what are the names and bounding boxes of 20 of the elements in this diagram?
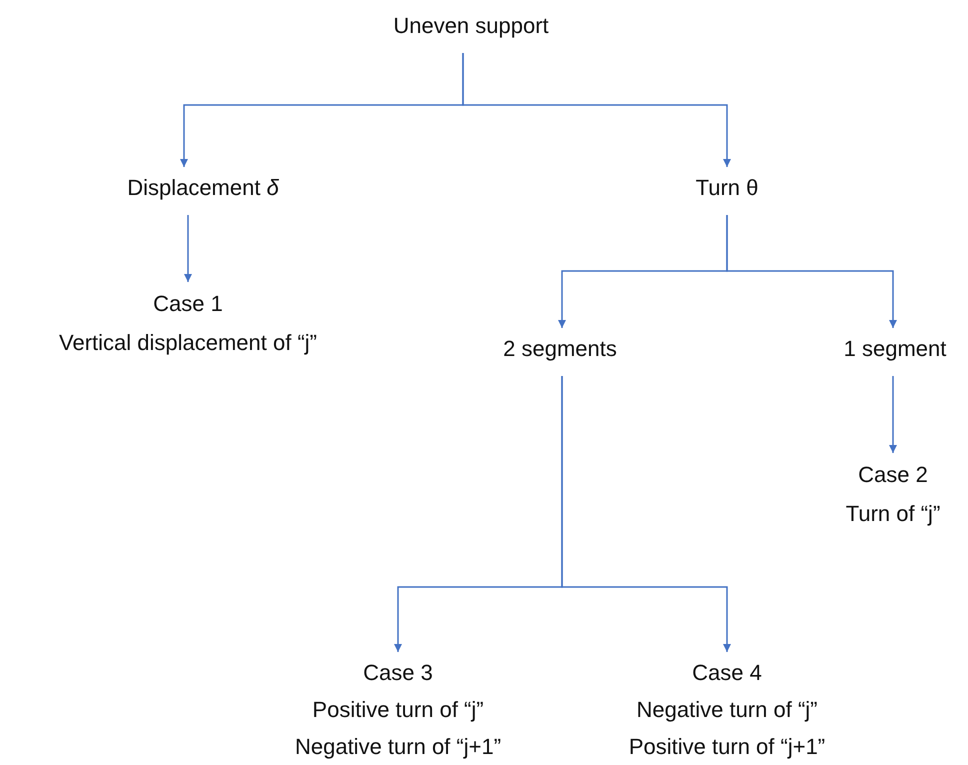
node-label: Negative turn of “j+1” <box>294 733 502 761</box>
node-label: 1 segment <box>844 335 946 363</box>
node-label: Positive turn of “j” <box>312 696 484 724</box>
node-label: Vertical displacement of “j” <box>59 329 317 357</box>
node-label: 2 segments <box>503 335 617 363</box>
node-label: Case 2 <box>858 461 928 489</box>
node-label: Displacement δ <box>127 174 279 202</box>
node-label: Negative turn of “j” <box>636 696 818 724</box>
arrow <box>462 53 731 167</box>
arrow <box>561 376 731 652</box>
arrow <box>726 215 897 328</box>
node-label: Case 3 <box>363 659 433 687</box>
node-label: Turn θ <box>696 174 758 202</box>
node-label: Uneven support <box>393 12 549 40</box>
node-label: Positive turn of “j+1” <box>628 733 826 761</box>
node-label: Case 1 <box>153 290 223 318</box>
arrow <box>889 376 897 453</box>
node-label: Case 4 <box>692 659 762 687</box>
arrow <box>184 215 192 282</box>
node-label: Turn of “j” <box>846 500 940 528</box>
